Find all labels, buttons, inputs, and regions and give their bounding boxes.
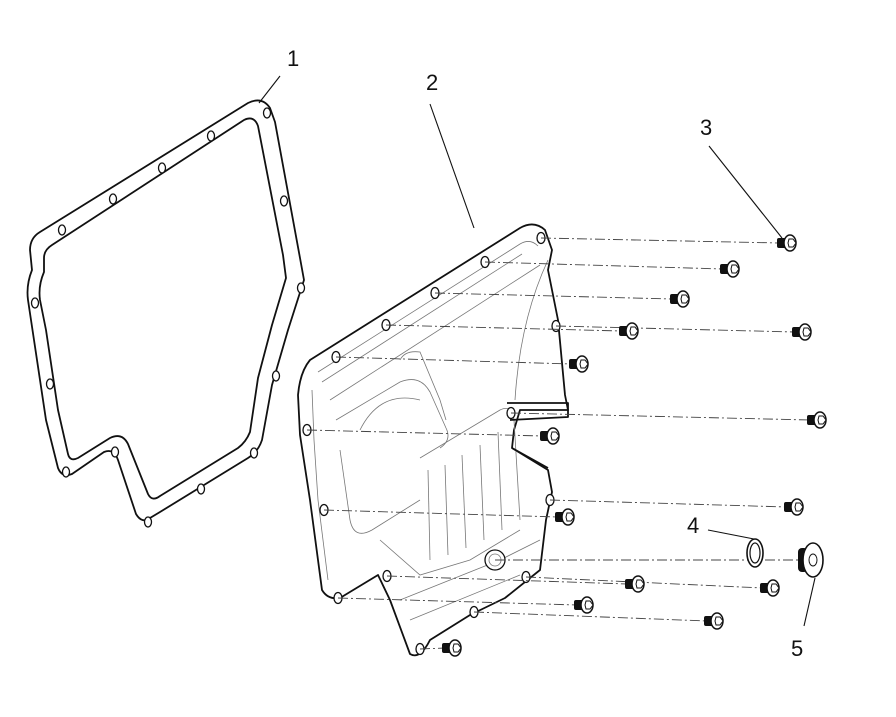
bolt[interactable] <box>807 411 827 429</box>
bolt[interactable] <box>625 575 645 593</box>
oil-pan-gasket[interactable] <box>26 99 306 528</box>
callout-5: 5 <box>791 636 803 661</box>
bolt[interactable] <box>760 579 780 597</box>
drain-plug-washer[interactable] <box>746 538 764 568</box>
bolt[interactable] <box>569 355 589 373</box>
leader-lines <box>258 75 816 627</box>
bolt[interactable] <box>442 639 462 657</box>
bolt[interactable] <box>720 260 740 278</box>
callout-labels: 1 2 3 4 5 <box>287 46 803 661</box>
bolt[interactable] <box>777 234 797 252</box>
bolt[interactable] <box>540 427 560 445</box>
callout-1: 1 <box>287 46 299 71</box>
bolt[interactable] <box>784 498 804 516</box>
bolt[interactable] <box>555 508 575 526</box>
flange-bolts <box>442 234 827 657</box>
callout-4: 4 <box>687 513 699 538</box>
oil-pan[interactable] <box>297 223 569 657</box>
bolt[interactable] <box>619 322 639 340</box>
bolt[interactable] <box>704 612 724 630</box>
callout-3: 3 <box>700 115 712 140</box>
bolt[interactable] <box>670 290 690 308</box>
drain-plug[interactable] <box>798 542 824 578</box>
bolt[interactable] <box>574 596 594 614</box>
bolt[interactable] <box>792 323 812 341</box>
callout-2: 2 <box>426 70 438 95</box>
assembly-axes <box>306 237 811 650</box>
